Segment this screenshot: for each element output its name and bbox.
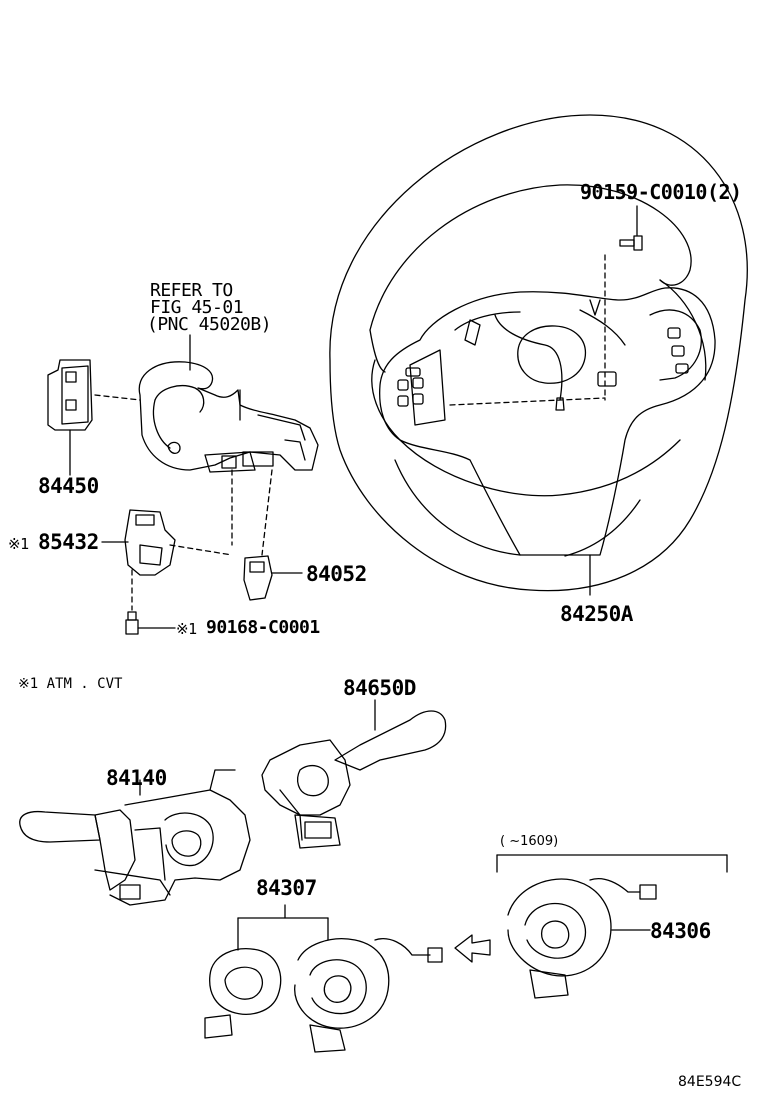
label-90159: 90159-C0010(2) [580,180,742,204]
label-84307: 84307 [256,876,317,900]
arrow-left-icon [455,935,490,962]
label-84250A: 84250A [560,602,633,626]
steering-wheel [330,115,747,595]
label-84052: 84052 [306,562,367,586]
label-90168-mark: ※1 [176,620,197,638]
label-84140: 84140 [106,766,167,790]
part-84450-icon [48,360,92,475]
part-84052-icon [244,556,302,600]
label-85432: 85432 [38,530,99,554]
refer-line-1: REFER TO [150,280,233,301]
part-84650D-icon [262,700,446,848]
part-85432-icon [102,510,175,610]
label-84650D: 84650D [343,676,416,700]
label-84306: 84306 [650,919,711,943]
refer-line-3: (PNC 45020B) [147,314,272,335]
diagram-code: 84E594C [678,1074,742,1090]
label-85432-mark: ※1 [8,535,29,553]
screw-90168-icon [126,612,175,634]
part-84306-icon [497,855,727,998]
note-range: ( ~1609) [500,834,559,849]
refer-line-2: FIG 45-01 [150,297,244,318]
label-84450: 84450 [38,474,99,498]
column-bracket [139,335,318,472]
part-84140-icon [20,770,250,905]
note-atm: ※1 ATM . CVT [18,676,123,692]
part-84307-icon [205,905,442,1052]
screw-90159-icon [620,206,642,250]
label-90168: 90168-C0001 [206,617,320,638]
